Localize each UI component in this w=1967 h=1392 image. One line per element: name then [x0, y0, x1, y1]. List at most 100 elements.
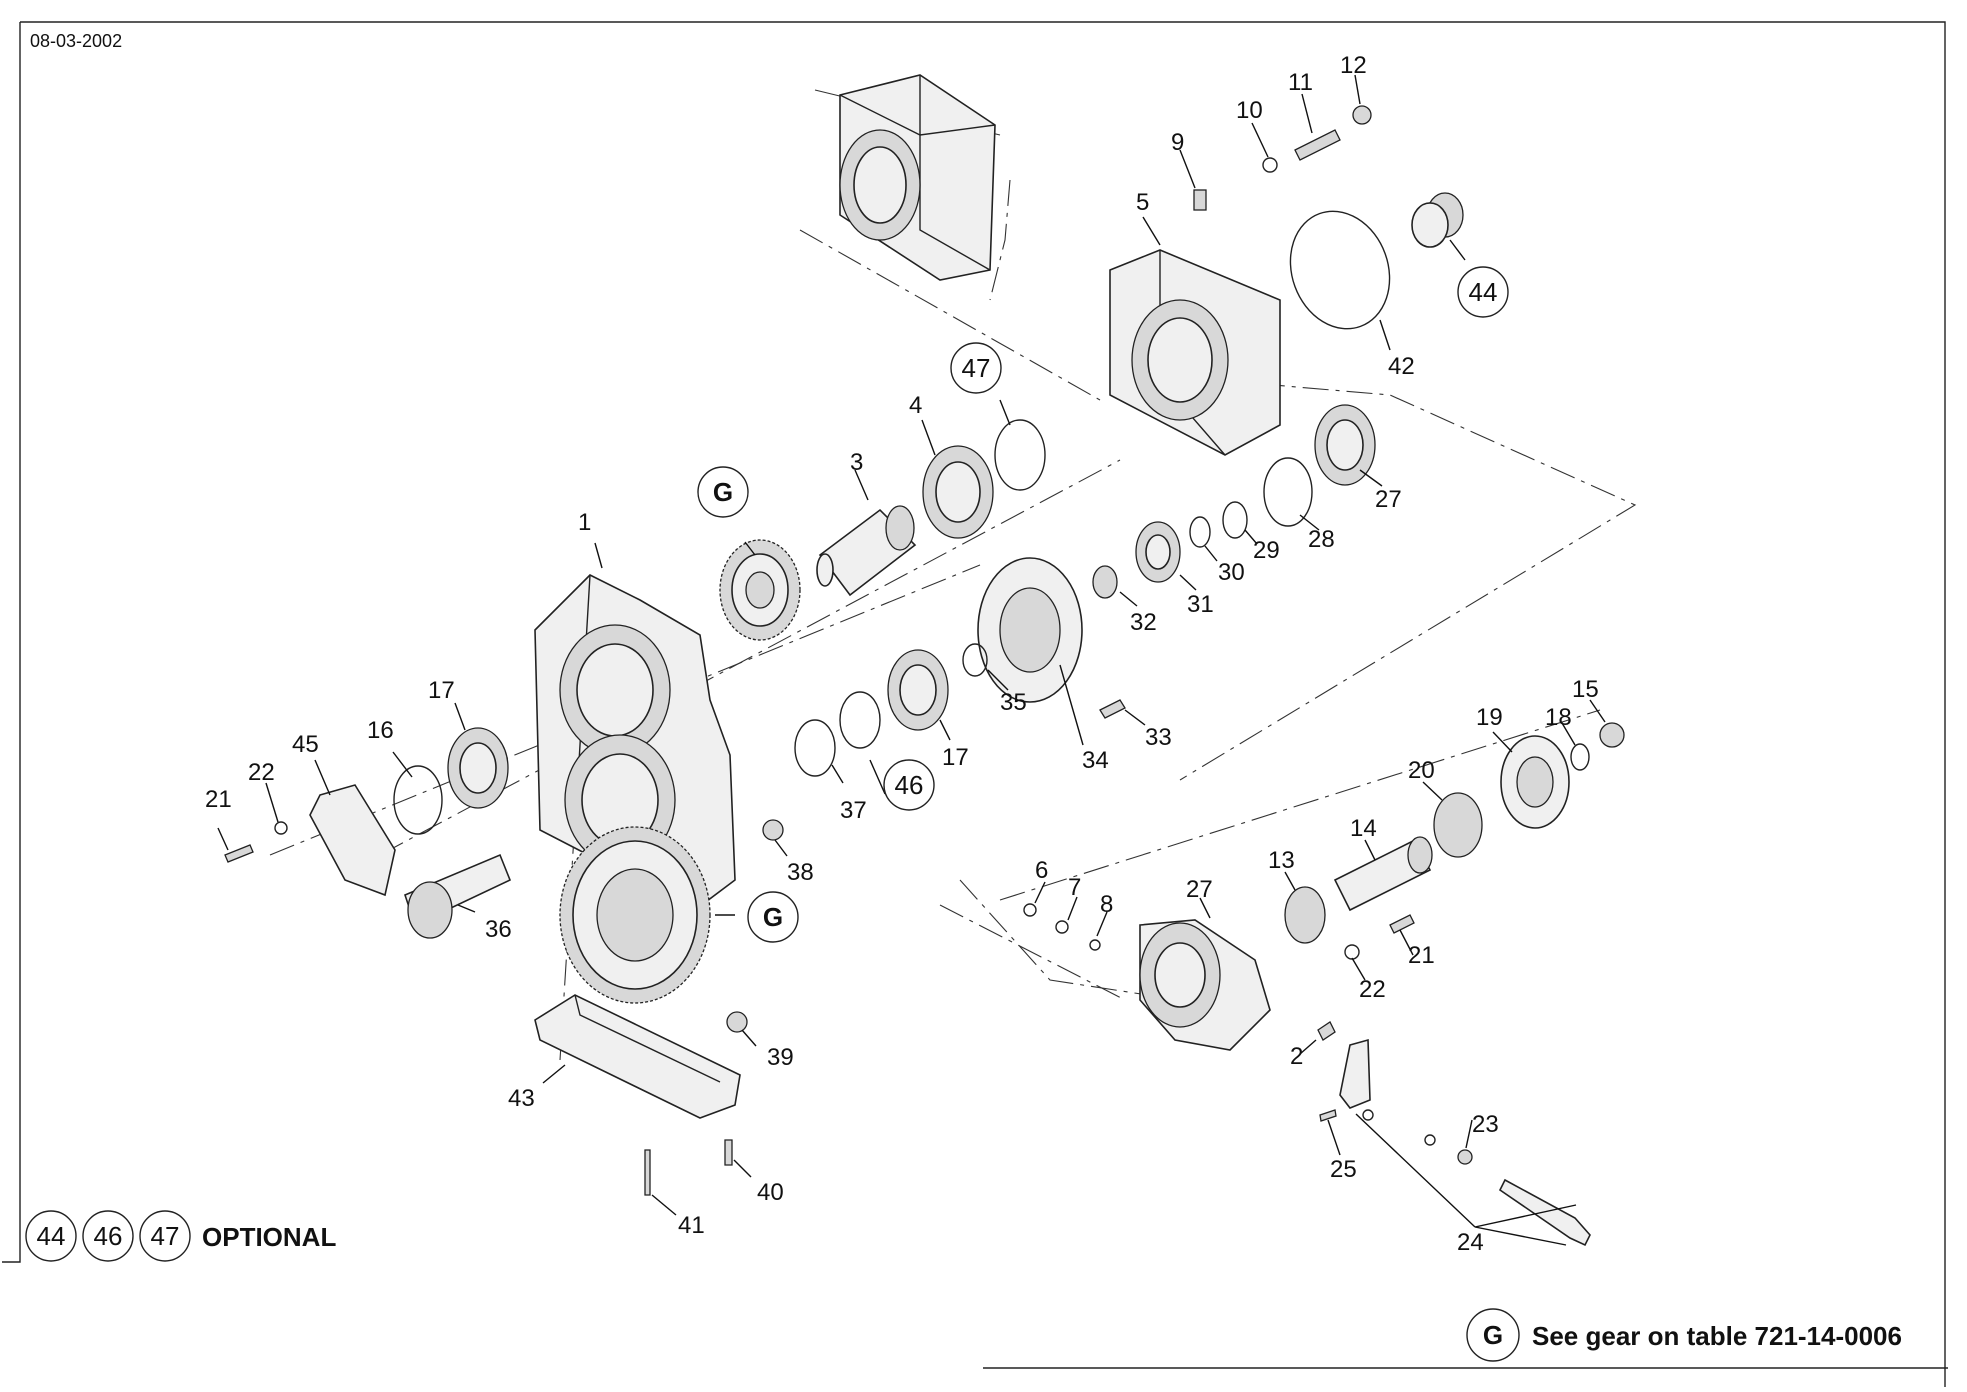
part-37-ring [794, 719, 836, 777]
label-part-17-middle: 17 [942, 744, 969, 771]
part-7-ring-upper [1055, 920, 1069, 934]
part-42-o-ring [1289, 210, 1391, 330]
label-part-28: 28 [1308, 526, 1335, 553]
label-part-14: 14 [1350, 815, 1377, 842]
label-part-25: 25 [1330, 1156, 1357, 1183]
callout-47: 47 [950, 342, 1002, 394]
part-43-base-plate [534, 994, 741, 1119]
part-35-circlip [962, 643, 988, 677]
gear-note-badge [1466, 1308, 1520, 1362]
label-part-7-upper: 7 [1068, 874, 1081, 901]
optional-legend: 44 46 47 OPTIONAL [25, 1210, 336, 1262]
label-part-1: 1 [578, 509, 591, 536]
label-part-15: 15 [1572, 676, 1599, 703]
label-part-2: 2 [1290, 1043, 1303, 1070]
label-part-24: 24 [1457, 1229, 1484, 1256]
label-part-9: 9 [1171, 129, 1184, 156]
part-3-pinion-shaft [816, 505, 917, 597]
label-part-5: 5 [1136, 189, 1149, 216]
large-gear-G [559, 826, 711, 1004]
part-16-o-ring [393, 765, 443, 835]
part-8-ring-lower [1362, 1109, 1374, 1121]
label-part-17-left: 17 [428, 677, 455, 704]
gear-note-legend: G See gear on table 721-14-0006 [1466, 1308, 1902, 1362]
part-24-lever-arm [1339, 1038, 1371, 1109]
label-part-32: 32 [1130, 609, 1157, 636]
part-1-gearbox-housing [534, 574, 736, 911]
svg-text:44: 44 [1469, 277, 1498, 307]
label-part-33: 33 [1145, 724, 1172, 751]
label-part-19: 19 [1476, 704, 1503, 731]
part-31-bushing [1135, 521, 1181, 583]
callout-44: 44 [1457, 266, 1509, 318]
upper-housing-phantom [839, 74, 996, 281]
label-part-18: 18 [1545, 704, 1572, 731]
svg-text:G: G [713, 477, 733, 507]
part-34-flange [977, 557, 1083, 703]
svg-text:G: G [763, 902, 783, 932]
label-part-36: 36 [485, 916, 512, 943]
part-44-spline-bushing [1411, 192, 1464, 248]
label-part-27-lower: 27 [1186, 876, 1213, 903]
part-39-plug [726, 1011, 748, 1033]
part-15-nut [1599, 722, 1625, 748]
optional-text: OPTIONAL [202, 1222, 336, 1252]
part-27-bearing-upper [1314, 404, 1376, 486]
svg-text:46: 46 [94, 1221, 123, 1251]
label-part-30: 30 [1218, 559, 1245, 586]
callout-G-lower: G [747, 891, 799, 943]
label-part-41: 41 [678, 1212, 705, 1239]
svg-text:G: G [1483, 1320, 1503, 1350]
label-part-3: 3 [850, 449, 863, 476]
part-18-o-ring [1570, 743, 1590, 771]
frame-left [2, 22, 21, 1263]
label-part-43: 43 [508, 1085, 535, 1112]
part-46-ring [839, 691, 881, 749]
label-part-38: 38 [787, 859, 814, 886]
part-4-bearing [922, 445, 994, 539]
part-6-ring [1023, 903, 1037, 917]
label-part-31: 31 [1187, 591, 1214, 618]
part-22-washer-right [1344, 944, 1360, 960]
label-part-39: 39 [767, 1044, 794, 1071]
part-40-bolt [724, 1139, 733, 1166]
label-part-42: 42 [1388, 353, 1415, 380]
part-8-ring-upper [1089, 939, 1101, 951]
part-21-screw-left [224, 844, 254, 863]
part-23-nut [1457, 1149, 1473, 1165]
label-part-8-upper: 8 [1100, 891, 1113, 918]
drawing-date: 08-03-2002 [30, 31, 122, 51]
part-32-needle-bearing [1092, 565, 1118, 599]
part-21-screw-right [1389, 914, 1415, 934]
label-part-37: 37 [840, 797, 867, 824]
label-part-27-upper: 27 [1375, 486, 1402, 513]
part-2-grease-nipple [1317, 1021, 1336, 1041]
label-part-45: 45 [292, 731, 319, 758]
label-part-4: 4 [909, 392, 922, 419]
part-19-flange [1500, 735, 1570, 829]
callout-G-upper: G [697, 466, 749, 518]
svg-text:47: 47 [151, 1221, 180, 1251]
small-gear-G [719, 539, 801, 641]
label-part-23: 23 [1472, 1111, 1499, 1138]
part-7-ring-lower [1424, 1134, 1436, 1146]
label-part-29: 29 [1253, 537, 1280, 564]
label-part-12: 12 [1340, 52, 1367, 79]
label-part-16: 16 [367, 717, 394, 744]
part-22-washer-left [274, 821, 288, 835]
part-45-cover [309, 784, 396, 897]
part-36-shaft [404, 853, 512, 939]
label-part-35: 35 [1000, 689, 1027, 716]
part-14-spline-shaft [1333, 836, 1433, 912]
svg-text:47: 47 [962, 353, 991, 383]
label-part-6: 6 [1035, 857, 1048, 884]
part-33-screw [1099, 699, 1126, 719]
label-part-21-left: 21 [205, 786, 232, 813]
label-part-13: 13 [1268, 847, 1295, 874]
part-27-housing-lower [1139, 919, 1271, 1051]
label-part-34: 34 [1082, 747, 1109, 774]
svg-text:44: 44 [37, 1221, 66, 1251]
optional-badge-44 [25, 1210, 77, 1262]
